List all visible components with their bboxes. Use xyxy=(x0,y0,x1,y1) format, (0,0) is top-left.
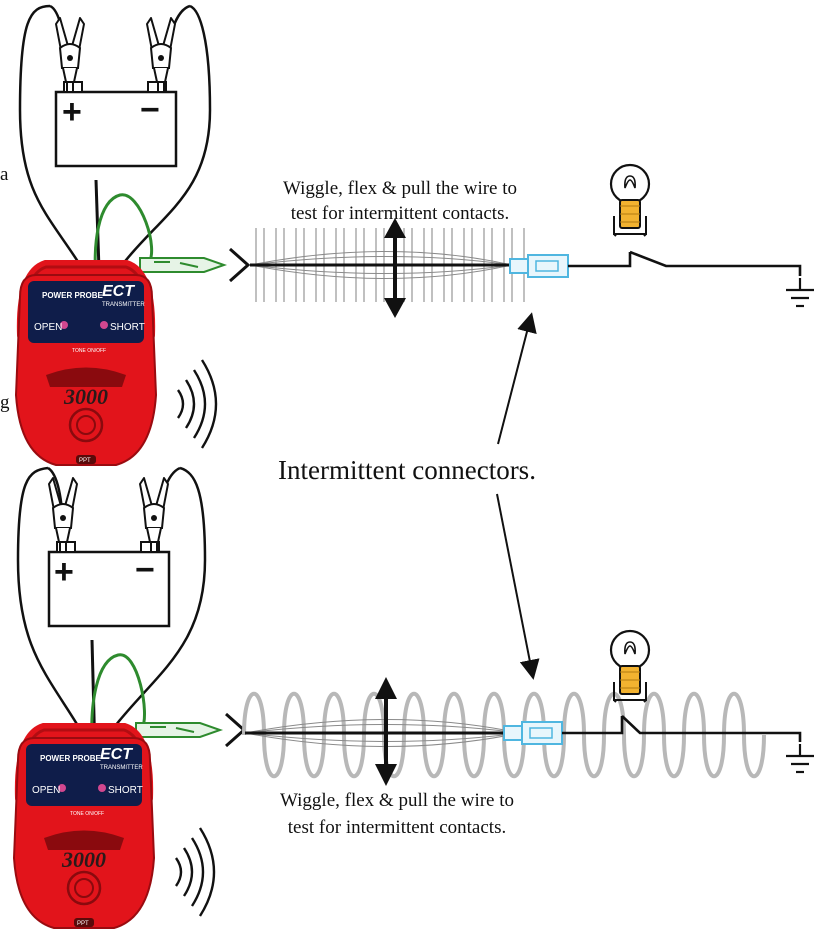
top-wire-right xyxy=(568,250,802,276)
bottom-tone: TONE ON/OFF xyxy=(70,811,104,817)
bottom-sound-wave-icon xyxy=(174,826,216,918)
bottom-connector-icon xyxy=(503,721,563,745)
bottom-brand: POWER PROBE xyxy=(40,754,102,763)
edge-fragment-b: g xyxy=(0,392,10,413)
bottom-wire-right xyxy=(562,715,802,742)
middle-caption: Intermittent connectors. xyxy=(278,455,536,485)
edge-fragment-a: a xyxy=(0,164,9,185)
top-brand: POWER PROBE xyxy=(42,291,104,300)
bottom-bulb-icon xyxy=(609,629,651,704)
top-probe-icon xyxy=(138,247,250,283)
bottom-caption-line2: test for intermittent contacts. xyxy=(288,817,506,838)
bottom-scenario: + − POWER PROBE ECT TRANSMITTER OPEN SHO… xyxy=(14,466,816,928)
top-tone: TONE ON/OFF xyxy=(72,348,106,354)
bottom-clip-minus-icon xyxy=(139,477,169,553)
bottom-number: 3000 xyxy=(61,847,106,872)
top-connector-icon xyxy=(509,254,569,278)
top-cable-loop xyxy=(18,4,212,301)
top-battery-minus: − xyxy=(140,91,160,129)
bottom-ground-icon xyxy=(784,742,816,774)
top-sound-wave-icon xyxy=(176,358,218,450)
top-model-sub: TRANSMITTER xyxy=(102,302,145,308)
top-caption-line1: Wiggle, flex & pull the wire to xyxy=(283,178,517,199)
top-bulb-icon xyxy=(609,163,651,238)
bottom-probe-icon xyxy=(134,712,246,748)
top-number: 3000 xyxy=(63,384,108,409)
top-battery-plus: + xyxy=(62,93,82,131)
bottom-probe-lead xyxy=(90,653,146,761)
bottom-battery-minus: − xyxy=(135,551,155,589)
top-model: ECT xyxy=(102,283,135,300)
bottom-model-sub: TRANSMITTER xyxy=(100,765,143,771)
bottom-clip-plus-icon xyxy=(48,477,78,553)
bottom-model: ECT xyxy=(100,746,133,763)
top-ground-icon xyxy=(784,276,816,308)
top-wire-flex-strands xyxy=(249,251,513,279)
bottom-battery-plus: + xyxy=(54,553,74,591)
arrow-to-bottom-connector xyxy=(496,493,540,680)
top-short: SHORT xyxy=(110,322,145,333)
bottom-cable-loop xyxy=(16,466,207,756)
top-caption-line2: test for intermittent contacts. xyxy=(291,203,509,224)
top-open: OPEN xyxy=(34,322,62,333)
top-probe-lead xyxy=(93,193,154,301)
top-scenario: + − POWER PROBE ECT TRANSMITTER OPEN SHO… xyxy=(16,4,816,465)
top-badge: PPT xyxy=(79,458,91,464)
bottom-badge: PPT xyxy=(77,921,89,927)
top-clip-plus-icon xyxy=(55,17,85,93)
bottom-open: OPEN xyxy=(32,785,60,796)
bottom-caption-line1: Wiggle, flex & pull the wire to xyxy=(280,790,514,811)
arrow-to-top-connector xyxy=(497,312,537,445)
bottom-short: SHORT xyxy=(108,785,143,796)
top-clip-minus-icon xyxy=(146,17,176,93)
